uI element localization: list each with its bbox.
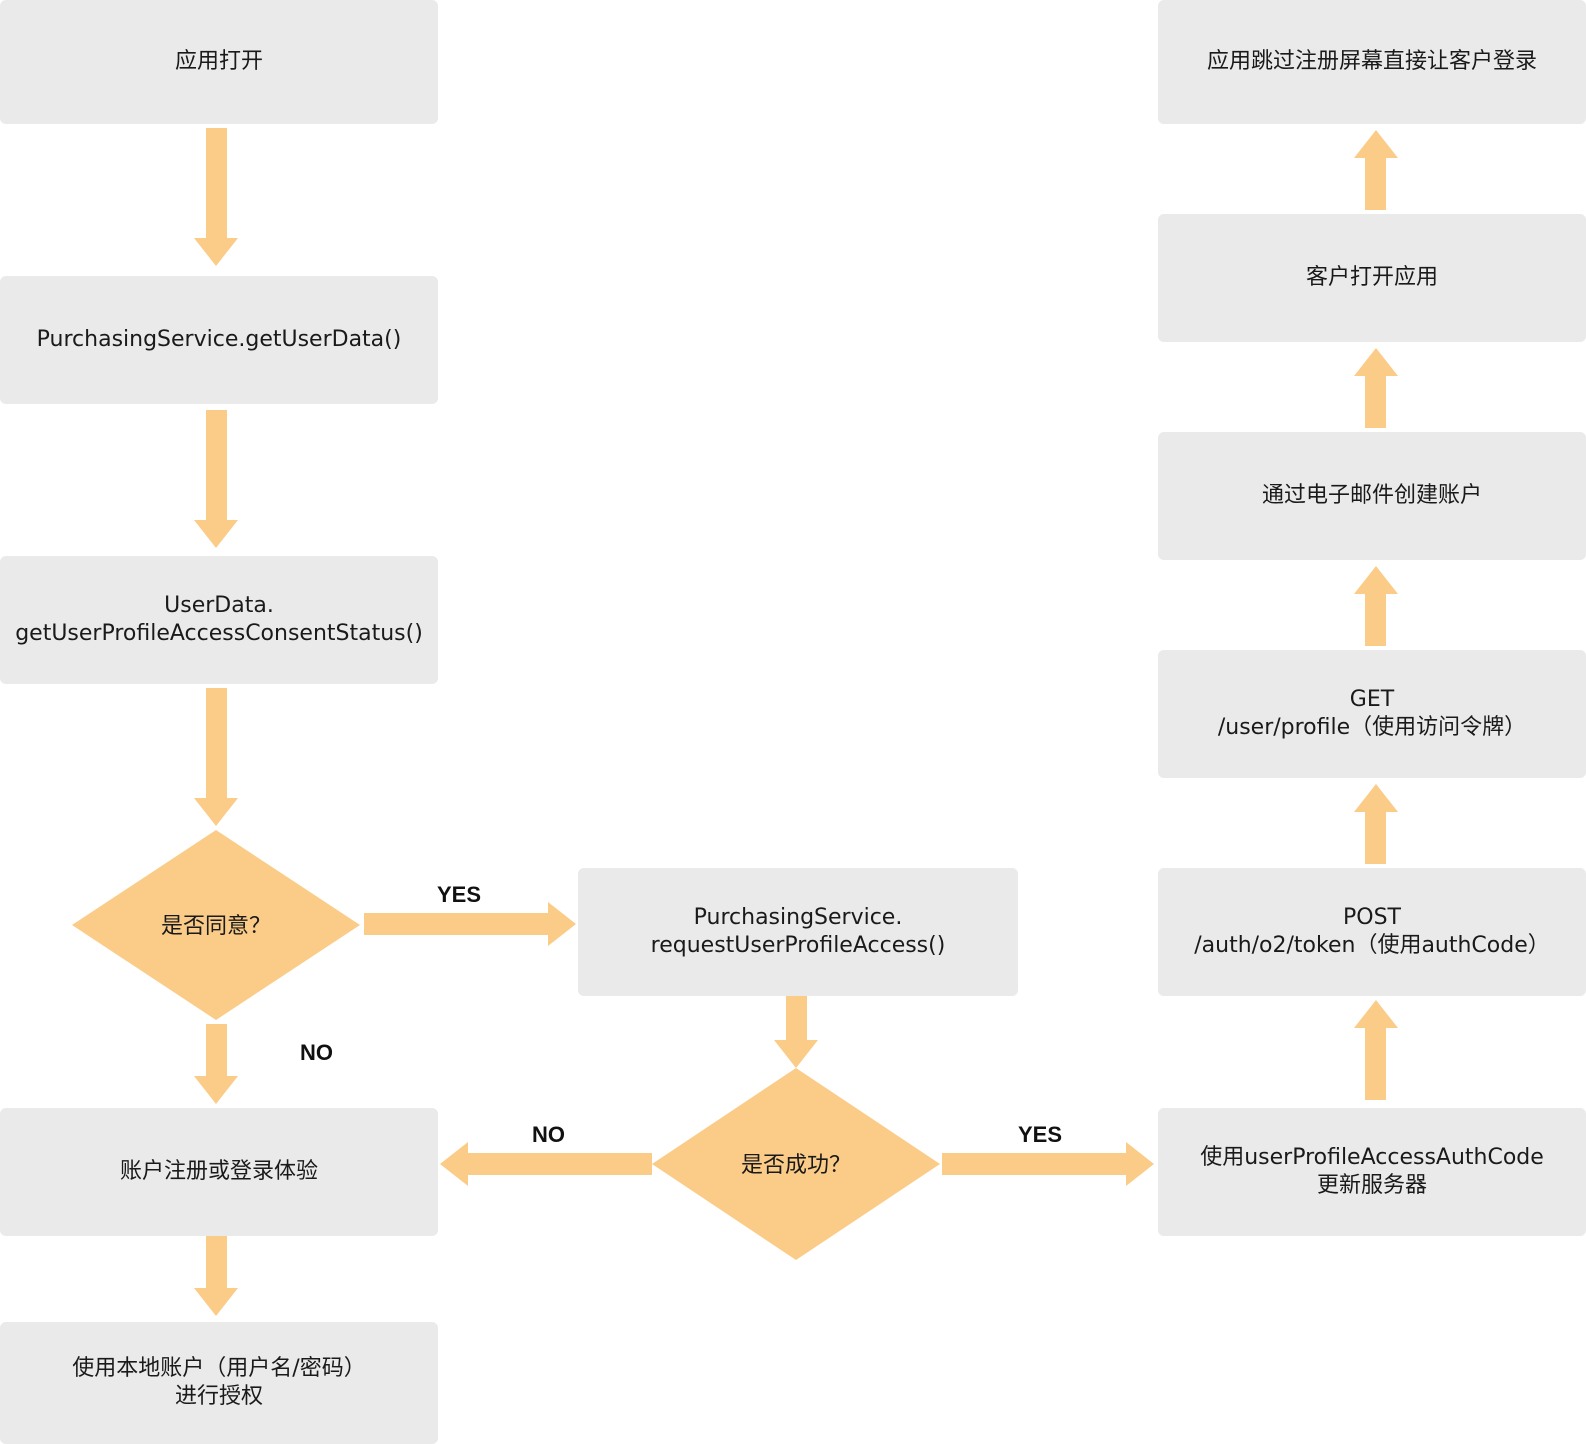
node-post-token: POST /auth/o2/token（使用authCode） xyxy=(1158,868,1586,996)
edge-label-success-no: NO xyxy=(532,1122,565,1147)
node-get-user-data: PurchasingService.getUserData() xyxy=(0,276,438,404)
node-account-register: 账户注册或登录体验 xyxy=(0,1108,438,1236)
node-request-access-label: PurchasingService. requestUserProfileAcc… xyxy=(650,905,946,958)
decision-diamond-success xyxy=(652,1068,940,1260)
arrow-left-no xyxy=(440,1142,652,1186)
arrow-up-1 xyxy=(1354,1000,1398,1100)
arrow-down-middle xyxy=(774,992,818,1068)
arrow-down-4 xyxy=(194,1024,238,1104)
edge-label-success-yes: YES xyxy=(1018,1122,1063,1147)
node-get-profile: GET /user/profile（使用访问令牌） xyxy=(1158,650,1586,778)
node-app-open-label: 应用打开 xyxy=(174,49,263,74)
node-consent-status-label: UserData. getUserProfileAccessConsentSta… xyxy=(15,593,423,646)
arrow-up-3 xyxy=(1354,566,1398,646)
node-request-access: PurchasingService. requestUserProfileAcc… xyxy=(578,868,1018,996)
node-skip-register-label: 应用跳过注册屏幕直接让客户登录 xyxy=(1206,49,1537,74)
node-get-profile-label: GET /user/profile（使用访问令牌） xyxy=(1217,687,1527,740)
node-update-server-label: 使用userProfileAccessAuthCode 更新服务器 xyxy=(1200,1145,1544,1198)
decision-success-text: 是否成功？ xyxy=(741,1153,851,1178)
node-create-account-label: 通过电子邮件创建账户 xyxy=(1261,483,1482,508)
arrow-down-1 xyxy=(194,128,238,266)
node-get-user-data-label: PurchasingService.getUserData() xyxy=(36,327,402,352)
arrow-right-yes-bottom xyxy=(942,1142,1154,1186)
edge-label-agree-no: NO xyxy=(300,1040,333,1065)
node-customer-open: 客户打开应用 xyxy=(1158,214,1586,342)
arrow-up-5 xyxy=(1354,130,1398,210)
decision-agree-text: 是否同意？ xyxy=(161,914,271,939)
arrow-up-4 xyxy=(1354,348,1398,428)
node-create-account: 通过电子邮件创建账户 xyxy=(1158,432,1586,560)
node-update-server: 使用userProfileAccessAuthCode 更新服务器 xyxy=(1158,1108,1586,1236)
node-account-register-label: 账户注册或登录体验 xyxy=(119,1159,318,1184)
node-skip-register: 应用跳过注册屏幕直接让客户登录 xyxy=(1158,0,1586,124)
node-post-token-label: POST /auth/o2/token（使用authCode） xyxy=(1194,905,1550,958)
edge-label-agree-yes: YES xyxy=(437,882,482,907)
node-consent-status: UserData. getUserProfileAccessConsentSta… xyxy=(0,556,438,684)
arrow-down-3 xyxy=(194,688,238,826)
node-app-open: 应用打开 xyxy=(0,0,438,124)
node-customer-open-label: 客户打开应用 xyxy=(1305,265,1438,290)
arrow-right-yes xyxy=(364,902,576,946)
arrow-up-2 xyxy=(1354,784,1398,864)
node-local-account: 使用本地账户（用户名/密码） 进行授权 xyxy=(0,1322,438,1444)
node-local-account-label: 使用本地账户（用户名/密码） 进行授权 xyxy=(72,1356,366,1409)
arrow-down-5 xyxy=(194,1236,238,1316)
decision-diamond-agree xyxy=(72,830,360,1020)
arrow-down-2 xyxy=(194,410,238,548)
